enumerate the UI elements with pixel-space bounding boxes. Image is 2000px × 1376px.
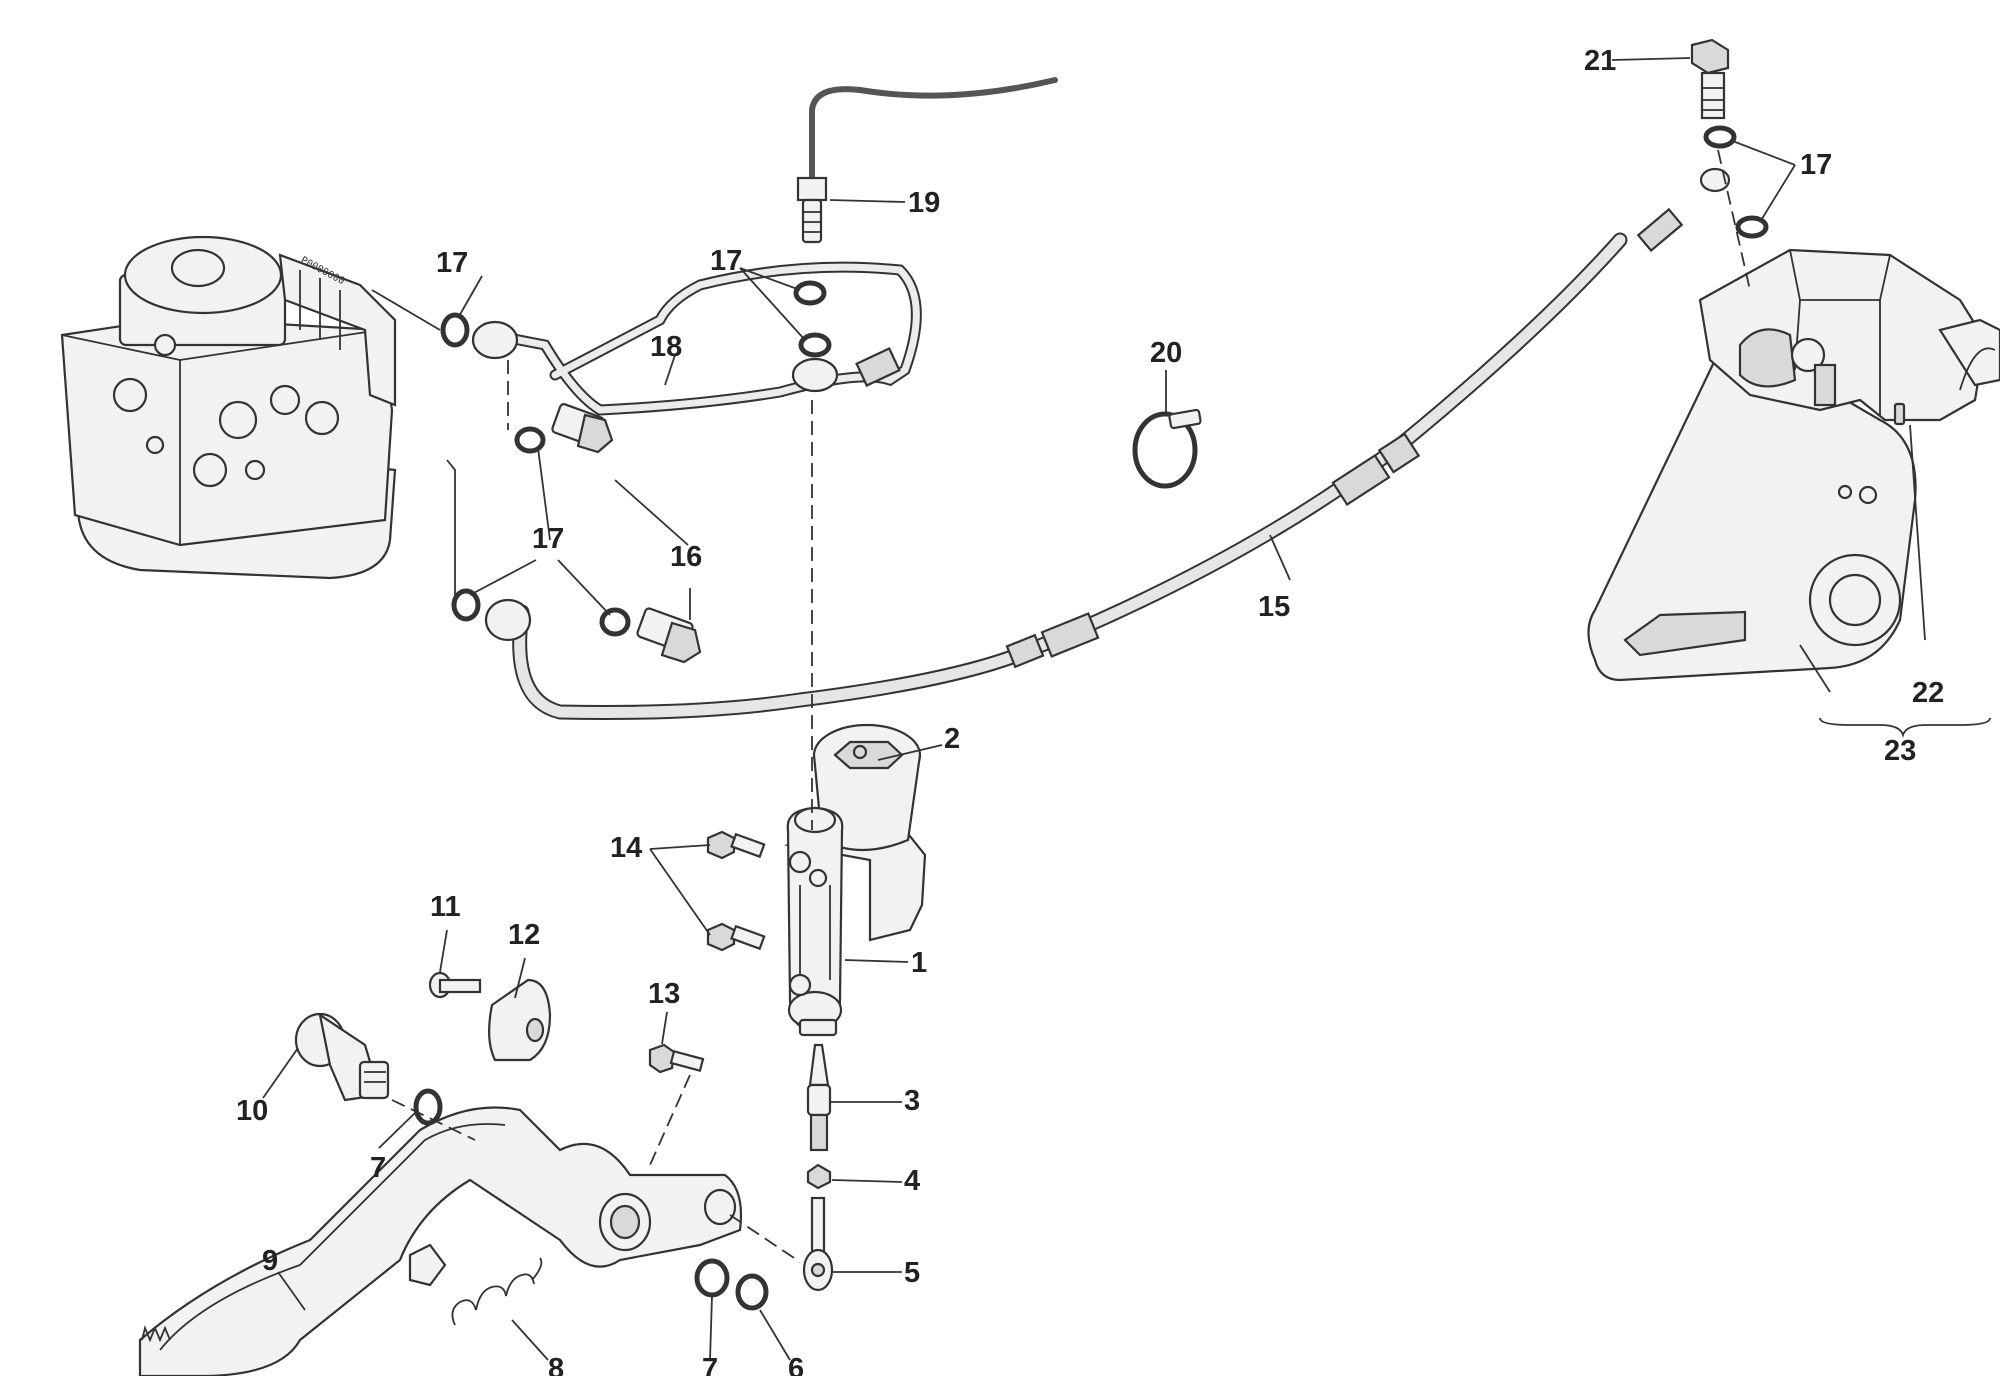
callout-11: 11: [430, 891, 461, 923]
stopper-12: [488, 978, 552, 1062]
callout-4: 4: [904, 1165, 920, 1197]
abs-modulator-unit: P0000000: [60, 235, 397, 580]
callout-7-upper: 7: [370, 1152, 386, 1184]
clevis-5: [802, 1196, 834, 1292]
callout-16: 16: [670, 541, 702, 573]
callout-10: 10: [236, 1095, 268, 1127]
callout-9: 9: [262, 1245, 278, 1277]
brake-pedal-9: [138, 1106, 743, 1376]
reservoir-cap-2: [852, 744, 868, 760]
brake-pipe-18: [471, 261, 922, 416]
rear-master-cylinder-1: [783, 723, 927, 1037]
banjo-bolt-16-upper: [551, 403, 614, 454]
callout-leaders: [262, 57, 1991, 1361]
callout-1: 1: [911, 947, 927, 979]
callout-15: 15: [1258, 591, 1290, 623]
callout-2: 2: [944, 723, 960, 755]
callout-18: 18: [650, 331, 682, 363]
sealing-washers-17: [440, 125, 1769, 637]
callout-22: 22: [1912, 677, 1944, 709]
screw-13: [648, 1043, 705, 1074]
callout-14: 14: [610, 832, 642, 864]
mounting-screws-14: [706, 830, 766, 952]
assembly-centerlines: [391, 149, 1751, 1263]
callout-17-lower: 17: [532, 523, 564, 555]
lower-banjo-fitting: [484, 598, 532, 642]
return-spring-8: [451, 1257, 543, 1326]
callout-23: 23: [1884, 735, 1916, 767]
pushrod-3: [806, 1043, 832, 1152]
callout-17-pipe: 17: [710, 245, 742, 277]
bolt-11: [428, 971, 482, 999]
hose-clamp-20: [1132, 408, 1202, 489]
callout-20: 20: [1150, 337, 1182, 369]
callout-labels: 1 2 3 4 5 6 7 7 8 9 10 11 12 13 14 15 16…: [236, 45, 1944, 1376]
callout-21: 21: [1584, 45, 1616, 77]
banjo-bolt-16-lower: [636, 607, 702, 664]
brake-pad-pin-22: [1893, 402, 1906, 426]
rear-brake-hose-15: [512, 167, 1731, 720]
sensor-cable-19: [796, 77, 1058, 244]
lock-nut-4: [806, 1163, 832, 1190]
callout-3: 3: [904, 1085, 920, 1117]
callout-8: 8: [548, 1353, 564, 1376]
pivot-bolt-10: [294, 1012, 390, 1102]
callout-17-caliper: 17: [1800, 149, 1832, 181]
callout-19: 19: [908, 187, 940, 219]
callout-17-abs: 17: [436, 247, 468, 279]
callout-13: 13: [648, 978, 680, 1010]
callout-12: 12: [508, 919, 540, 951]
callout-7-lower: 7: [702, 1353, 718, 1376]
brake-caliper-body: [1698, 248, 2000, 422]
banjo-bolt-21: [1690, 38, 1730, 120]
callout-6: 6: [788, 1353, 804, 1376]
washers-6-7: [413, 1088, 769, 1311]
brake-caliper-bracket-23: [1587, 345, 1917, 682]
callout-5: 5: [904, 1257, 920, 1289]
